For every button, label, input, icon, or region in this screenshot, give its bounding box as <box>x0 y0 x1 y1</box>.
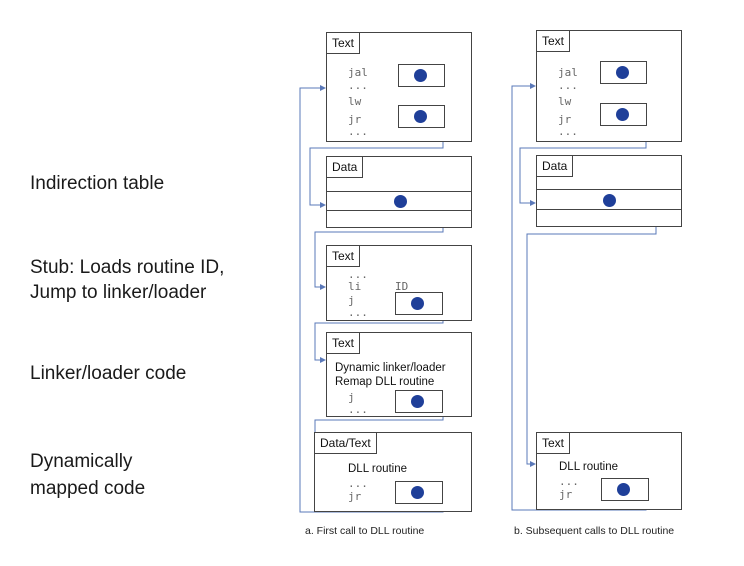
b-dll-tag: Text <box>536 432 571 454</box>
b-indirection-dot <box>603 194 616 207</box>
a-linker-line2: Remap DLL routine <box>335 376 435 388</box>
b-dll-pointer-cell <box>601 478 649 501</box>
a-stub-pointer-dot <box>411 297 424 310</box>
b-jal-instr: jal <box>558 66 578 79</box>
b-dll-jr-instr: jr <box>559 488 573 501</box>
label-stub-line2: Jump to linker/loader <box>30 282 207 303</box>
b-jal-pointer-cell <box>600 61 647 84</box>
a-dll-tag: Data/Text <box>314 432 377 454</box>
a-indirection-dot <box>394 195 407 208</box>
a-linker-tag: Text <box>326 332 361 354</box>
a-jal-pointer-dot <box>414 69 427 82</box>
a-jr-pointer-cell <box>398 105 445 128</box>
a-jr-instr: jr <box>348 113 362 126</box>
b-data-segment: Data <box>536 155 682 227</box>
b-jal-pointer-dot <box>616 66 629 79</box>
a-dll-routine-label: DLL routine <box>348 463 408 475</box>
b-dll-routine-label: DLL routine <box>559 461 619 473</box>
a-dll-segment: Data/Text DLL routine ... jr <box>314 432 472 512</box>
a-stub-tag: Text <box>326 245 361 267</box>
label-linker-loader: Linker/loader code <box>30 363 187 384</box>
label-indirection-table: Indirection table <box>30 173 165 194</box>
label-dynamic-line2: mapped code <box>30 478 146 499</box>
b-jr-pointer-dot <box>616 108 629 121</box>
b-lw-instr: lw <box>558 95 572 108</box>
a-stub-dots-2: ... <box>348 306 368 319</box>
a-text-tag: Text <box>326 32 361 54</box>
a-dll-pointer-cell <box>395 481 443 504</box>
a-data-tag: Data <box>326 156 364 178</box>
a-dots-2: ... <box>348 125 368 138</box>
a-stub-dots: ... <box>348 268 368 281</box>
label-stub-line1: Stub: Loads routine ID, <box>30 257 225 278</box>
a-routine-id: ID <box>395 280 409 293</box>
b-dll-dots: ... <box>559 475 579 488</box>
a-caption: a. First call to DLL routine <box>305 525 425 537</box>
b-jr-pointer-cell <box>600 103 647 126</box>
a-dll-dots: ... <box>348 477 368 490</box>
a-stub-pointer-cell <box>395 292 443 315</box>
a-jal-instr: jal <box>348 66 368 79</box>
a-stub-segment: Text ... li ID j ... <box>326 245 472 321</box>
a-text-segment: Text jal ... lw jr ... <box>326 32 472 142</box>
a-data-row-divider-1 <box>327 191 471 192</box>
a-j-instr: j <box>348 294 355 307</box>
a-linker-line1: Dynamic linker/loader <box>335 362 446 374</box>
a-dll-jr-instr: jr <box>348 490 362 503</box>
a-lw-instr: lw <box>348 95 362 108</box>
a-linker-pointer-dot <box>411 395 424 408</box>
b-dots-2: ... <box>558 125 578 138</box>
b-text-tag: Text <box>536 30 571 52</box>
a-dots-1: ... <box>348 79 368 92</box>
a-li-instr: li <box>348 280 362 293</box>
a-data-segment: Data <box>326 156 472 228</box>
b-dots-1: ... <box>558 79 578 92</box>
b-data-tag: Data <box>536 155 574 177</box>
a-jr-pointer-dot <box>414 110 427 123</box>
label-dynamic-line1: Dynamically <box>30 451 133 472</box>
b-dll-segment: Text DLL routine ... jr <box>536 432 682 510</box>
b-data-row-divider-1 <box>537 189 681 190</box>
b-text-segment: Text jal ... lw jr ... <box>536 30 682 142</box>
a-linker-segment: Text Dynamic linker/loader Remap DLL rou… <box>326 332 472 417</box>
a-data-row-divider-2 <box>327 210 471 211</box>
a-linker-dots: ... <box>348 403 368 416</box>
b-dll-pointer-dot <box>617 483 630 496</box>
wire-b-data-to-dll <box>526 198 657 465</box>
b-jr-instr: jr <box>558 113 572 126</box>
a-linker-pointer-cell <box>395 390 443 413</box>
b-caption: b. Subsequent calls to DLL routine <box>514 525 675 537</box>
a-dll-pointer-dot <box>411 486 424 499</box>
a-linker-j-instr: j <box>348 391 355 404</box>
a-jal-pointer-cell <box>398 64 445 87</box>
b-data-row-divider-2 <box>537 209 681 210</box>
